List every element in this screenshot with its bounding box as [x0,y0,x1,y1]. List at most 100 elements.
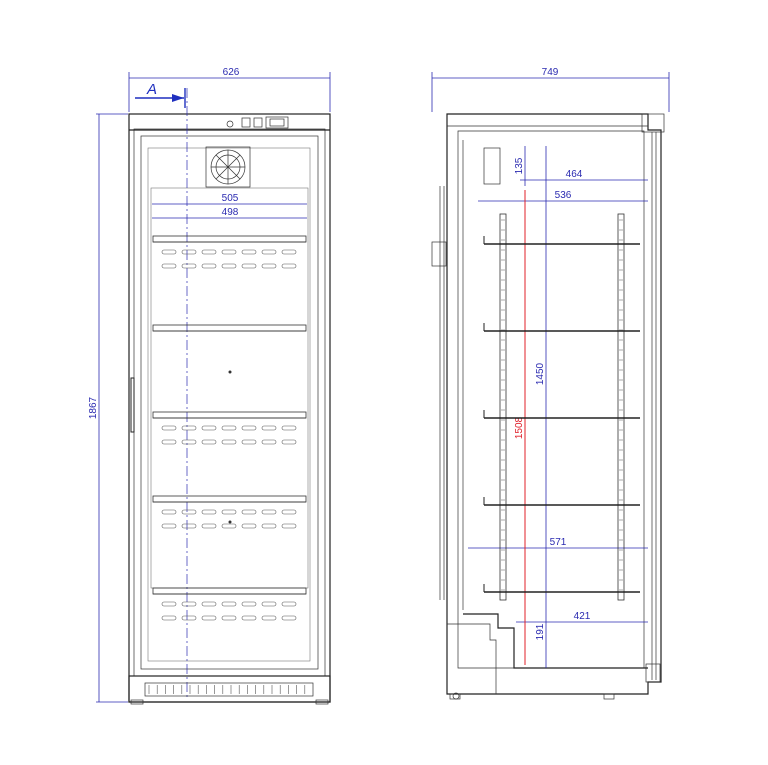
ventilation-grille [128,675,331,703]
vent-slot [261,439,277,445]
vent-slot [161,439,177,445]
shelf-marker [228,370,232,374]
section-marker: A [135,81,186,108]
dim-571-label: 571 [550,537,567,548]
vent-slot [261,615,277,621]
vent-slot [201,249,217,255]
vent-slot [161,509,177,515]
vent-slot [261,601,277,607]
door-frame-inner [140,135,319,670]
door-hinge-bottom [645,663,661,683]
evaporator-cover [483,147,501,185]
vent-slot [181,425,197,431]
front-shelf [152,495,307,503]
vent-slot [161,523,177,529]
dim-464-label: 464 [566,169,583,180]
vent-slot [261,425,277,431]
front-shelf [152,235,307,243]
vent-slot [281,439,297,445]
vent-slot [181,523,197,529]
side-shelves [483,236,640,593]
vent-slot [201,263,217,269]
vent-slot [241,439,257,445]
front-shelf [152,411,307,419]
front-width-label: 626 [223,67,240,78]
shelf-rail [617,213,625,601]
vent-slot [181,509,197,515]
dim-191-label: 191 [535,623,546,640]
vent-slot [221,615,237,621]
foot-left [130,699,144,705]
inner-width-dimensions: 505 498 [152,193,307,219]
inner-width-shelf-label: 498 [222,207,239,218]
vent-slot [181,263,197,269]
vent-slot [241,425,257,431]
rear-condenser [431,186,447,600]
vent-slot [201,425,217,431]
shelf-marker [228,520,232,524]
side-depth-label: 749 [542,67,559,78]
vent-slot [281,249,297,255]
dim-536-label: 536 [555,190,572,201]
front-width-dimension: 626 [128,67,331,112]
vent-slot [221,523,237,529]
front-view: 626 A 1867 [88,67,331,705]
door-handle [130,377,135,433]
fan-icon [205,146,251,188]
inner-width-top-label: 505 [222,193,239,204]
side-cabinet-outline [446,113,662,695]
vent-slot [181,615,197,621]
vent-slot [221,249,237,255]
vent-slot [161,601,177,607]
vent-slot [241,263,257,269]
vent-slot [161,263,177,269]
vent-slot [241,249,257,255]
front-height-dimension: 1867 [88,113,128,703]
front-height-label: 1867 [88,396,99,419]
vent-slot [261,523,277,529]
vent-slot [261,249,277,255]
vent-slot [241,601,257,607]
vent-slot [161,615,177,621]
front-shelf [152,587,307,595]
vent-slot [201,439,217,445]
shelf-rail [499,213,507,601]
door-glass [147,147,311,662]
vent-slot [181,601,197,607]
vent-slot [161,249,177,255]
front-shelves [152,235,307,621]
vent-slot [261,263,277,269]
vent-slot [281,263,297,269]
control-panel [226,116,289,129]
dim-1508-label: 1508 [514,416,525,439]
vent-slot [281,523,297,529]
vent-slot [201,509,217,515]
vent-slot [201,523,217,529]
vent-slot [181,249,197,255]
vent-slot [281,509,297,515]
vent-slot [261,509,277,515]
vent-slot [161,425,177,431]
side-inner-wall [457,130,645,669]
dim-421-label: 421 [574,611,591,622]
compressor-step [463,613,648,669]
vent-slot [281,425,297,431]
dim-135-label: 135 [514,157,525,174]
vent-slot [281,601,297,607]
door-hinge-top [641,113,665,133]
shelf-rails [499,213,625,601]
side-dimensions: 135 464 536 1450 571 421 191 1508 [468,146,648,668]
vent-slot [281,615,297,621]
vent-slot [221,263,237,269]
vent-slot [241,615,257,621]
side-foot-front [603,693,615,700]
vent-slot [221,601,237,607]
vent-slot [201,601,217,607]
side-foot-rear [449,693,461,700]
vent-slot [201,615,217,621]
side-view: 749 135 464 [431,67,670,700]
vent-slot [221,509,237,515]
vent-slot [241,523,257,529]
foot-right [315,699,329,705]
